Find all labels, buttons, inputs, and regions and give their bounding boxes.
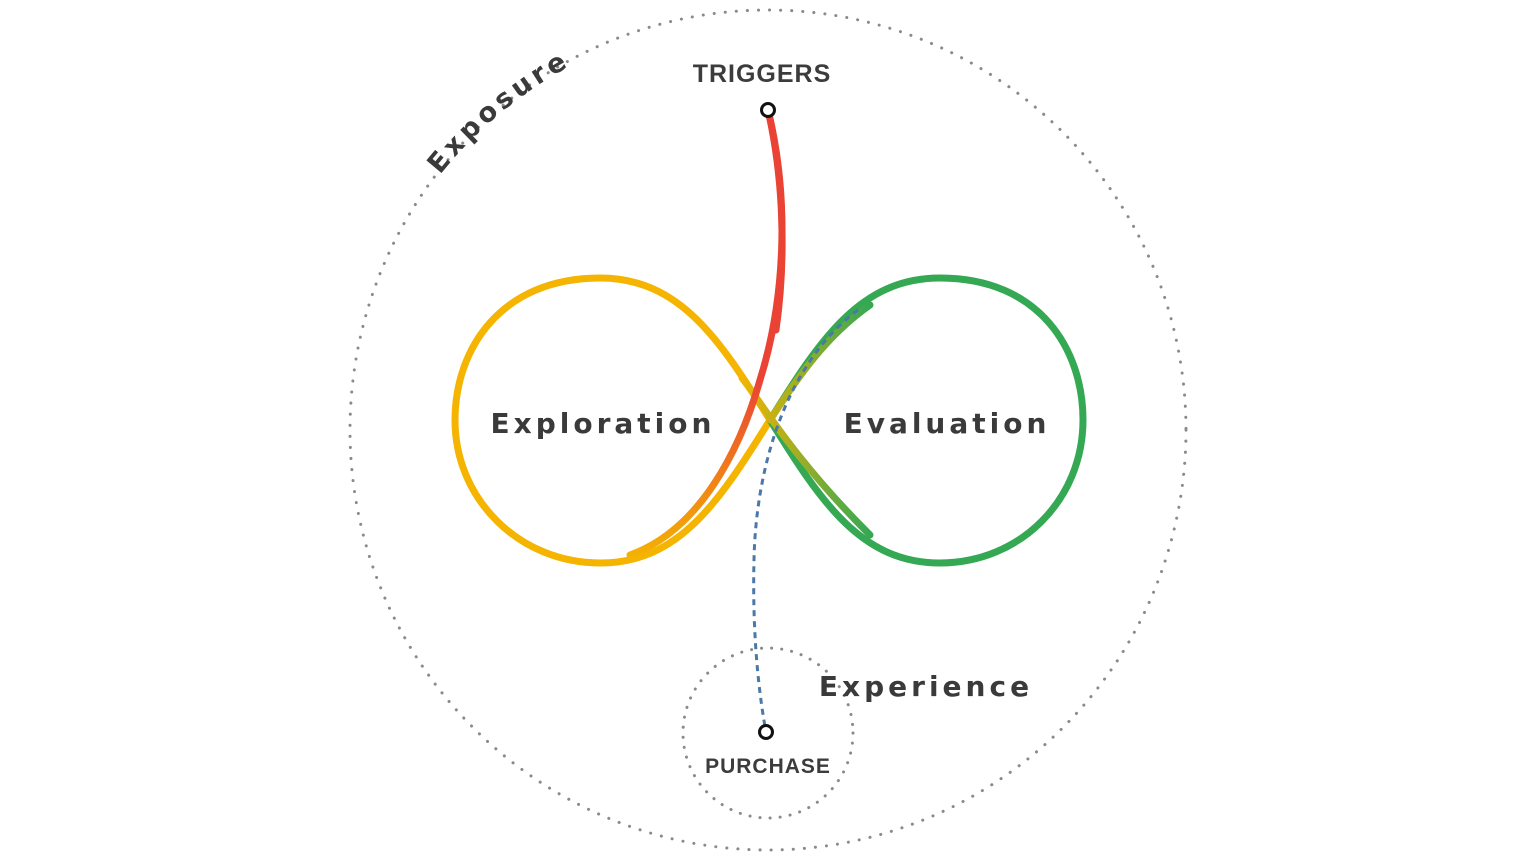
purchase-boundary [681,646,855,820]
exposure-boundary [348,8,1188,852]
evaluation-label: Evaluation [844,407,1051,440]
purchase-node [758,724,774,740]
triggers-label: TRIGGERS [693,60,832,88]
trigger-path-top [764,106,786,334]
exploration-label: Exploration [491,407,716,440]
loop-crossing-upper [766,301,874,424]
purchase-label: PURCHASE [705,755,831,778]
exposure-label: Exposure [421,44,575,179]
loop-crossing-lower [738,374,874,539]
experience-label: Experience [819,670,1033,703]
purchase-path [752,308,859,733]
evaluation-loop [766,274,1087,567]
exploration-loop [451,274,774,567]
triggers-node [760,102,776,118]
